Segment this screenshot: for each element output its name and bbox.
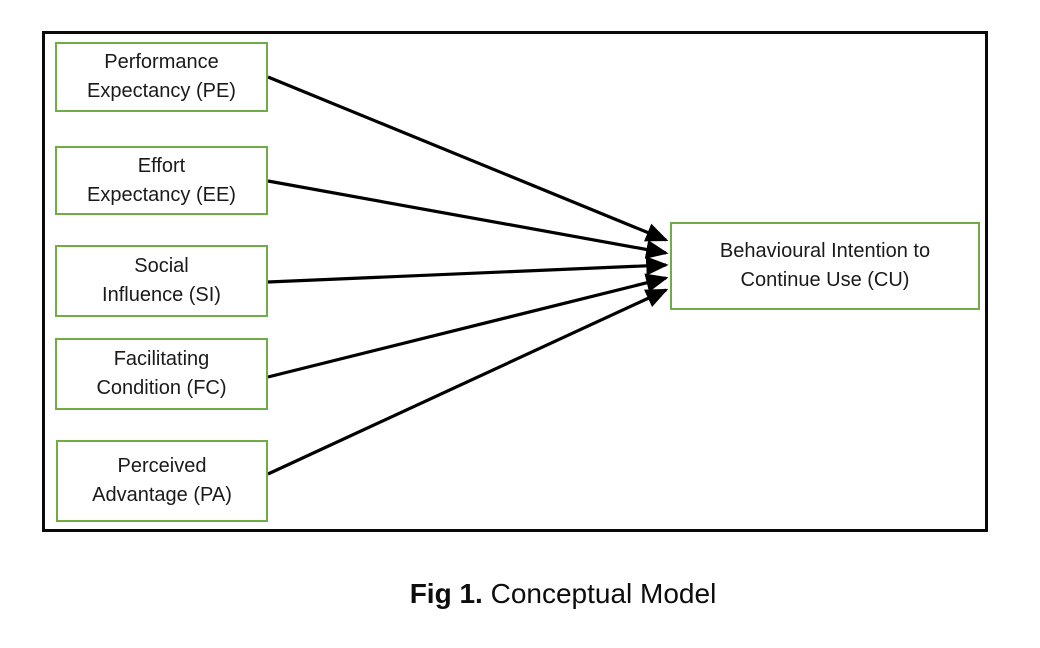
node-facilitating-condition: Facilitating Condition (FC) [55,338,268,410]
figure-caption-title: Conceptual Model [490,578,717,609]
arrow-si-to-cu [267,256,669,284]
figure-caption-label: Fig 1. [409,578,483,609]
node-performance-expectancy: Performance Expectancy (PE) [55,42,268,112]
node-behavioural-intention-label: Behavioural Intention to Continue Use (C… [719,240,931,291]
arrow-pa-to-cu [267,288,669,476]
node-social-influence-label: Social Influence (SI) [102,255,221,306]
figure-frame [42,31,988,532]
node-behavioural-intention: Behavioural Intention to Continue Use (C… [670,222,980,310]
node-performance-expectancy-label: Performance Expectancy (PE) [87,51,236,102]
node-perceived-advantage-label: Perceived Advantage (PA) [92,455,232,506]
node-perceived-advantage: Perceived Advantage (PA) [56,440,268,522]
node-effort-expectancy-label: Effort Expectancy (EE) [87,154,236,206]
node-facilitating-condition-label: Facilitating Condition (FC) [96,348,227,399]
node-effort-expectancy: Effort Expectancy (EE) [55,146,268,215]
arrow-ee-to-cu [267,179,669,259]
arrow-pe-to-cu [267,75,669,242]
figure-caption: Fig 1. Conceptual Model [86,578,1040,610]
arrow-fc-to-cu [267,273,669,379]
node-social-influence: Social Influence (SI) [55,245,268,317]
